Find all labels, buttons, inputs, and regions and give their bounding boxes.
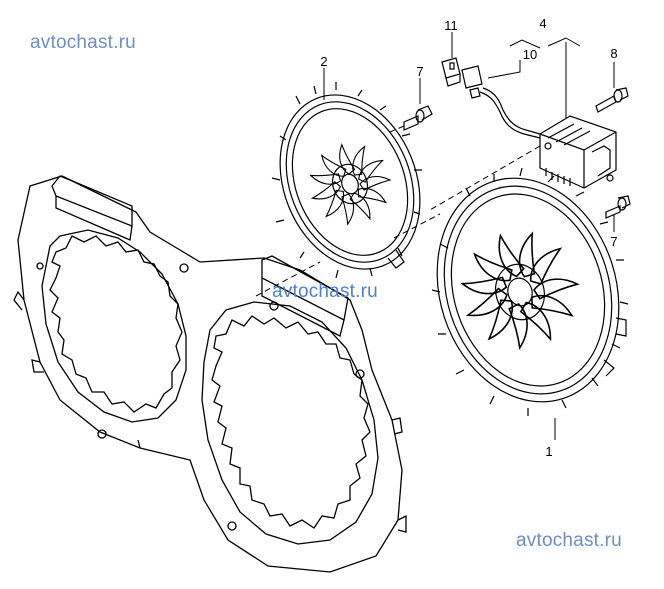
callout-labels: 1 2 4 7 7 8 10 11 (320, 16, 617, 459)
watermark-top-left: avtochast.ru (30, 32, 136, 53)
callout-1: 1 (545, 444, 552, 459)
large-fan-hub (494, 263, 546, 321)
small-fan-assembly (271, 82, 422, 279)
leader-lines (323, 32, 615, 440)
bolt-7-right (605, 195, 631, 219)
fan-shroud (13, 175, 407, 573)
connector-harness (441, 57, 541, 139)
callout-7-right: 7 (610, 234, 617, 249)
callout-11: 11 (444, 18, 458, 33)
callout-4: 4 (539, 16, 546, 31)
callout-10: 10 (523, 47, 537, 62)
assembly-lines (255, 125, 541, 297)
small-fan-hub (331, 163, 369, 205)
callout-2: 2 (320, 54, 327, 69)
connector-11 (441, 57, 461, 79)
bolt-8 (595, 87, 629, 113)
watermark-center: avtochast.ru (272, 281, 378, 302)
large-fan-assembly (431, 167, 629, 416)
callout-7-top: 7 (416, 64, 423, 79)
watermark-bottom-right: avtochast.ru (516, 530, 622, 551)
callout-8: 8 (610, 46, 617, 61)
bolt-7-top (403, 105, 433, 131)
connector-10 (461, 65, 483, 89)
fan-control-unit (539, 115, 617, 189)
